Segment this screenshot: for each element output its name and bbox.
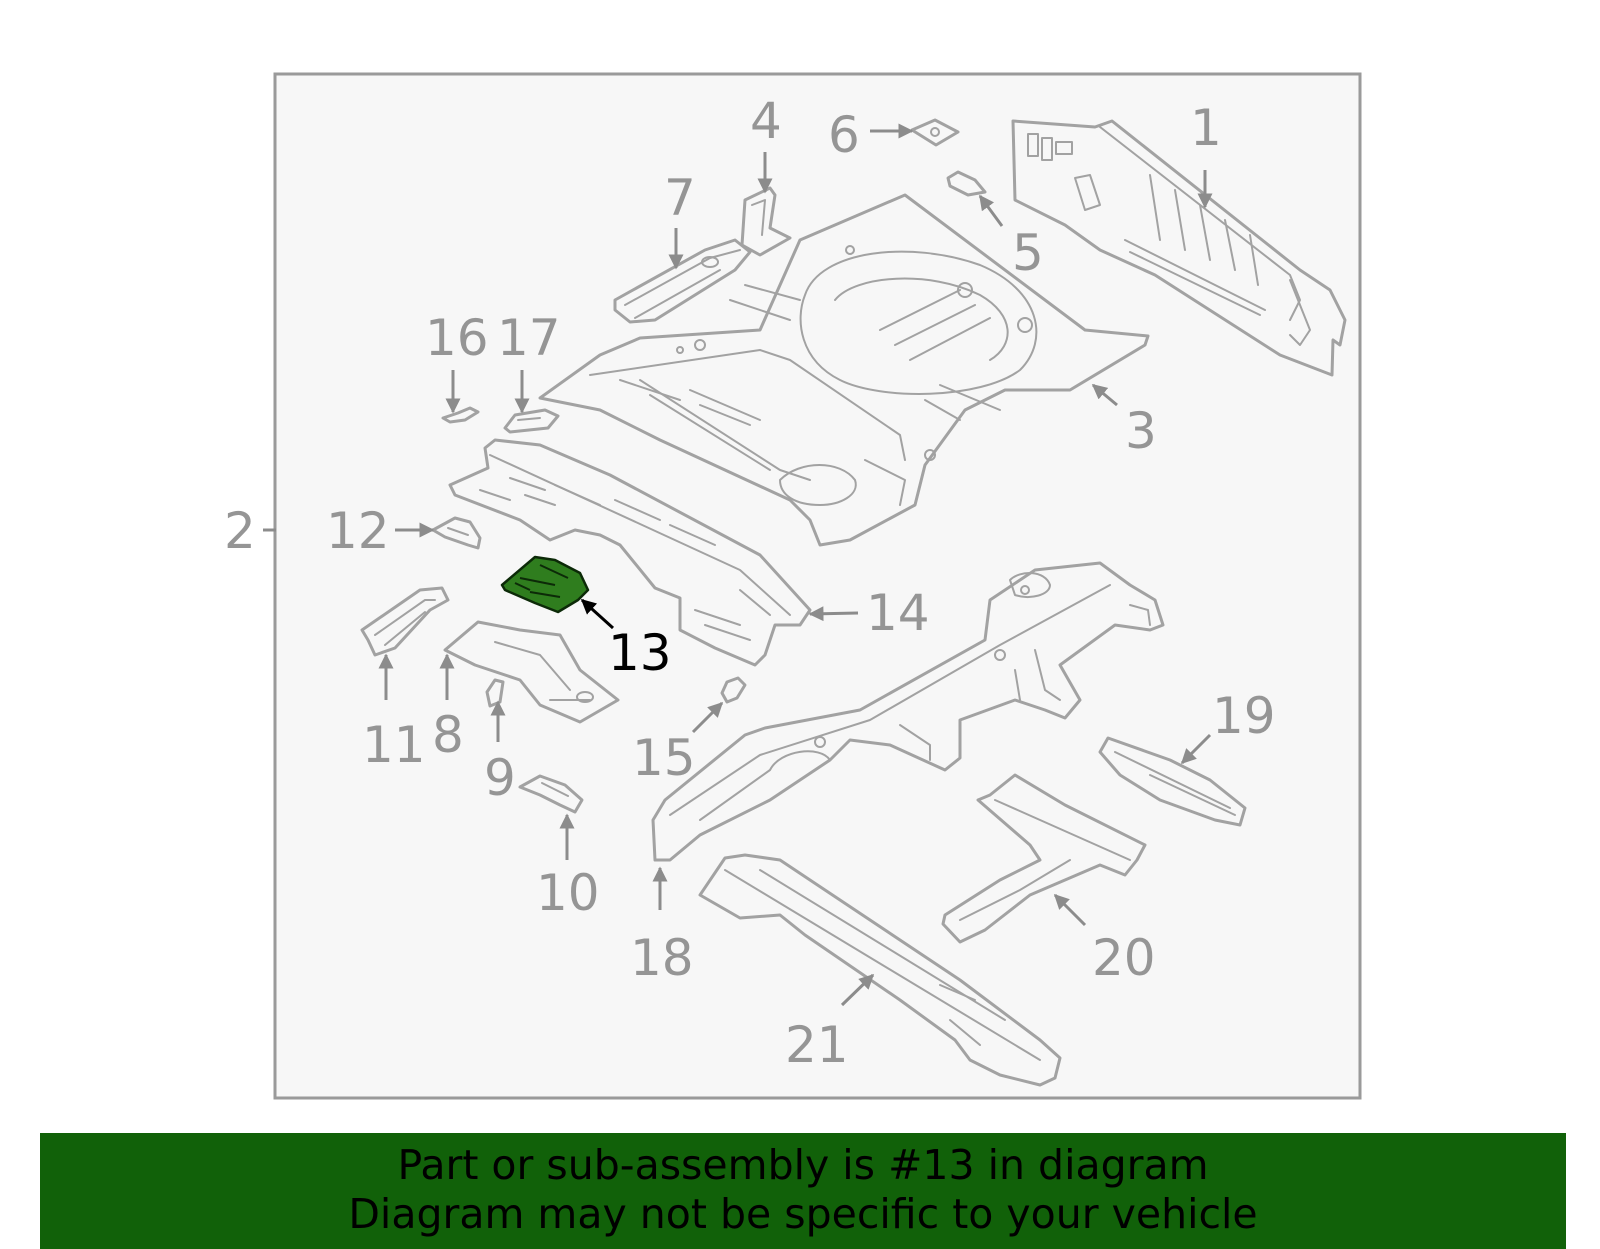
callout-11[interactable]: 11 — [362, 716, 426, 774]
part-10-bracket[interactable] — [518, 774, 584, 814]
part-8-bracket[interactable] — [443, 620, 620, 724]
part-17-bracket[interactable] — [503, 408, 560, 434]
banner-line-part: Part or sub-assembly is #13 in diagram — [397, 1141, 1209, 1189]
callout-7[interactable]: 7 — [664, 169, 696, 227]
callout-19[interactable]: 19 — [1212, 687, 1276, 745]
part-21-side-member[interactable] — [698, 853, 1062, 1087]
callout-4[interactable]: 4 — [750, 92, 782, 150]
part-19-reinforcement[interactable] — [1098, 736, 1247, 827]
part-14-crossmember[interactable] — [448, 438, 812, 667]
callout-20[interactable]: 20 — [1092, 929, 1156, 987]
part-1-rear-panel[interactable] — [1011, 119, 1347, 377]
part-3-rear-floor-pan[interactable] — [538, 193, 1150, 547]
callout-8[interactable]: 8 — [432, 706, 464, 764]
part-13-highlighted[interactable] — [500, 555, 590, 614]
info-banner: Part or sub-assembly is #13 in diagram D… — [40, 1133, 1566, 1249]
callout-21[interactable]: 21 — [785, 1016, 849, 1074]
callout-18[interactable]: 18 — [630, 929, 694, 987]
part-18-side-rail[interactable] — [651, 561, 1165, 862]
leader-lines — [263, 123, 1213, 1007]
part-12-bracket[interactable] — [431, 516, 482, 550]
callout-9[interactable]: 9 — [484, 749, 516, 807]
callout-16[interactable]: 16 — [425, 309, 489, 367]
callout-1[interactable]: 1 — [1190, 99, 1222, 157]
callout-13-highlighted[interactable]: 13 — [608, 624, 672, 682]
part-9-clip[interactable] — [485, 678, 505, 708]
part-15-clip[interactable] — [720, 676, 747, 704]
callout-15[interactable]: 15 — [632, 729, 696, 787]
callout-2[interactable]: 2 — [224, 502, 256, 560]
part-7-reinforcement[interactable] — [613, 238, 752, 324]
callout-17[interactable]: 17 — [497, 309, 561, 367]
part-20-member[interactable] — [941, 773, 1147, 944]
callout-14[interactable]: 14 — [866, 584, 930, 642]
callout-5[interactable]: 5 — [1012, 224, 1044, 282]
callout-labels: 1 2 3 4 5 6 7 8 9 10 11 12 13 14 15 16 1… — [224, 92, 1276, 1074]
part-11-bracket[interactable] — [360, 586, 450, 657]
part-6-plate[interactable] — [910, 118, 960, 147]
callout-10[interactable]: 10 — [536, 864, 600, 922]
callout-3[interactable]: 3 — [1125, 402, 1157, 460]
banner-line-disclaimer: Diagram may not be specific to your vehi… — [348, 1190, 1258, 1238]
callout-6[interactable]: 6 — [828, 106, 860, 164]
diagram-frame — [273, 72, 1362, 1100]
part-5-bracket[interactable] — [946, 170, 987, 197]
callout-12[interactable]: 12 — [326, 502, 390, 560]
